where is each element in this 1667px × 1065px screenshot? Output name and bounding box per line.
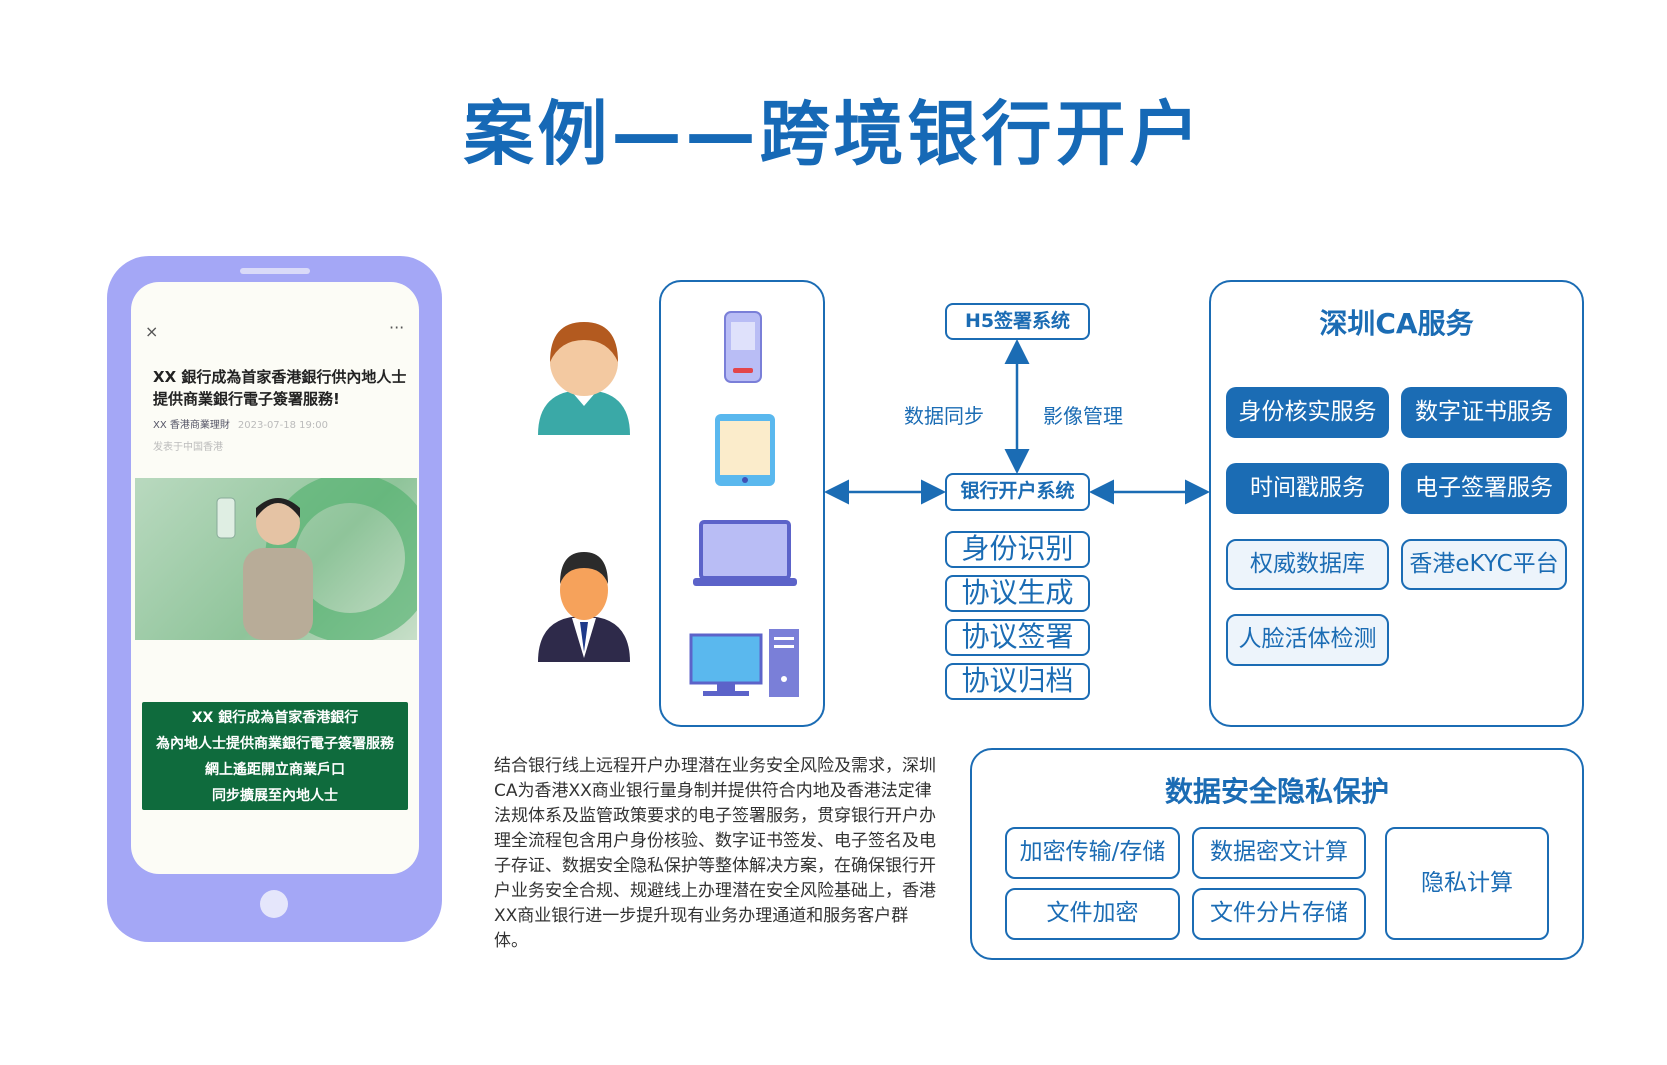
desktop-computer-icon <box>689 629 799 697</box>
phone-screen: × ··· XX 銀行成為首家香港銀行供內地人士提供商業銀行電子簽署服務! XX… <box>131 282 419 874</box>
smartphone-icon <box>724 311 762 383</box>
ca-source: 权威数据库 <box>1226 539 1389 590</box>
banner-line: 同步擴展至內地人士 <box>212 788 338 804</box>
banker-avatar-icon <box>538 552 630 662</box>
person-photo-icon <box>216 473 419 643</box>
ca-services-panel <box>1209 280 1584 727</box>
article-photo <box>135 473 419 643</box>
article-banner: XX 銀行成為首家香港銀行 為內地人士提供商業銀行電子簽署服務 網上遙距開立商業… <box>142 702 408 810</box>
article-location: 发表于中国香港 <box>153 442 223 453</box>
banner-line: XX 銀行成為首家香港銀行 <box>191 710 359 726</box>
tablet-icon <box>715 414 775 486</box>
ca-service: 身份核实服务 <box>1226 387 1389 438</box>
home-button <box>260 890 288 918</box>
image-management-label: 影像管理 <box>1043 404 1123 428</box>
article-date: 2023-07-18 19:00 <box>237 420 329 431</box>
bank-account-system: 银行开户系统 <box>945 473 1090 511</box>
devices-panel <box>659 280 825 727</box>
banner-line: 為內地人士提供商業銀行電子簽署服務 <box>156 736 394 752</box>
case-description: 结合银行线上远程开户办理潜在业务安全风险及需求，深圳CA为香港XX商业银行量身制… <box>494 756 936 951</box>
customer-avatar-icon <box>538 322 630 435</box>
h5-signing-system: H5签署系统 <box>945 303 1090 340</box>
step-agreement-gen: 协议生成 <box>945 575 1090 612</box>
privacy-item: 文件加密 <box>1005 888 1180 940</box>
close-icon[interactable]: × <box>145 322 159 341</box>
step-agreement-sign: 协议签署 <box>945 619 1090 656</box>
ca-source: 香港eKYC平台 <box>1401 539 1567 590</box>
step-agreement-archive: 协议归档 <box>945 663 1090 700</box>
ca-source: 人脸活体检测 <box>1226 614 1389 666</box>
phone-mockup: × ··· XX 銀行成為首家香港銀行供內地人士提供商業銀行電子簽署服務! XX… <box>107 256 442 942</box>
privacy-panel <box>970 748 1584 960</box>
privacy-title: 数据安全隐私保护 <box>1164 775 1389 808</box>
privacy-item: 文件分片存储 <box>1192 888 1366 940</box>
article-headline: XX 銀行成為首家香港銀行供內地人士提供商業銀行電子簽署服務! <box>153 368 407 408</box>
data-sync-label: 数据同步 <box>904 404 984 428</box>
more-icon[interactable]: ··· <box>389 318 405 337</box>
page-title: 案例——跨境银行开户 <box>463 93 1204 175</box>
privacy-item: 加密传输/存储 <box>1005 827 1180 879</box>
article-source: XX 香港商業理財 <box>153 420 230 431</box>
privacy-item: 隐私计算 <box>1385 827 1549 940</box>
banner-line: 網上遙距開立商業戶口 <box>205 762 345 778</box>
laptop-icon <box>693 520 797 586</box>
phone-speaker <box>240 268 310 274</box>
ca-service: 数字证书服务 <box>1401 387 1567 438</box>
privacy-item: 数据密文计算 <box>1192 827 1366 879</box>
ca-service: 电子签署服务 <box>1401 463 1567 514</box>
ca-services-title: 深圳CA服务 <box>1319 307 1474 340</box>
article-meta: XX 香港商業理財 2023-07-18 19:00 <box>153 416 328 431</box>
ca-service: 时间戳服务 <box>1226 463 1389 514</box>
step-identity: 身份识别 <box>945 531 1090 568</box>
